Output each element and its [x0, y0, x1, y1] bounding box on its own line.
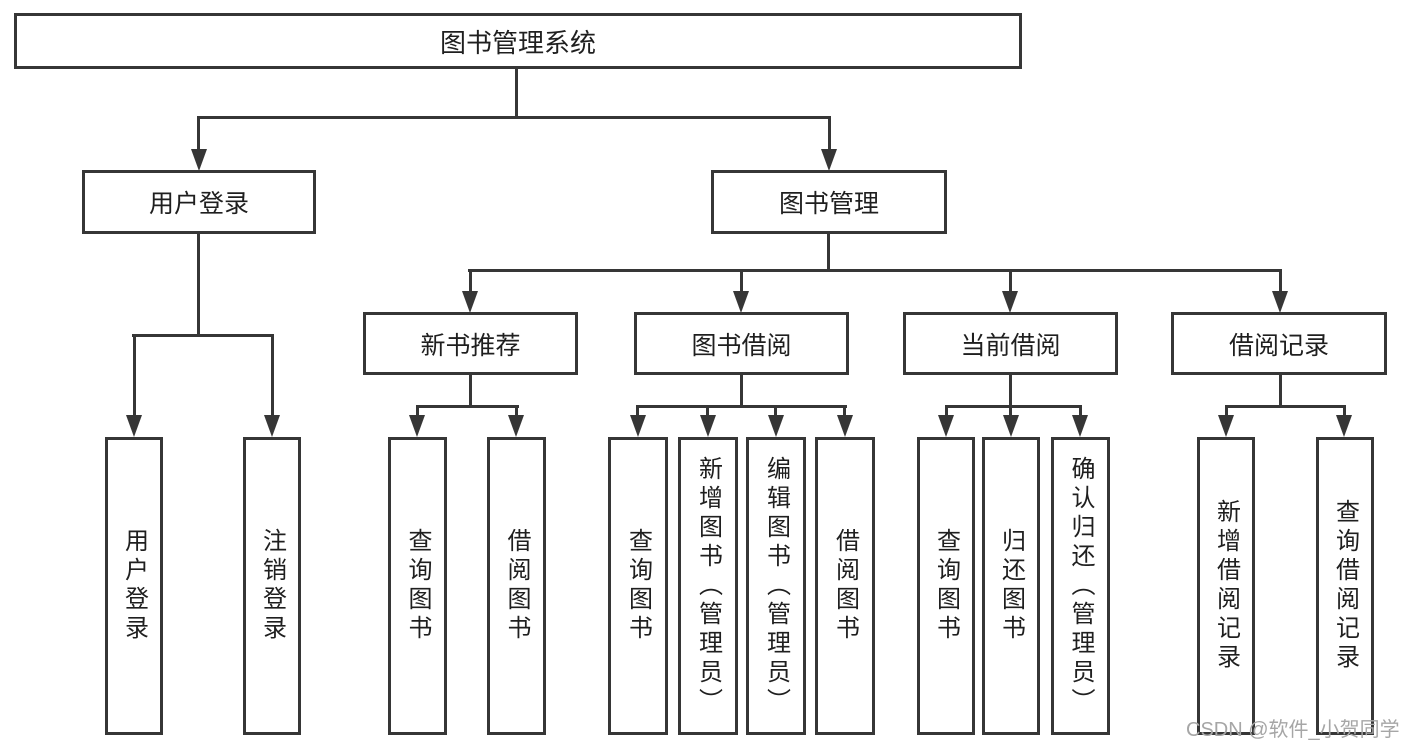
connector-line	[469, 375, 472, 408]
connector-line	[740, 269, 743, 294]
arrow-down-icon	[768, 415, 784, 437]
arrow-down-icon	[1272, 291, 1288, 313]
leaf-return-book: 归还图书	[982, 437, 1040, 735]
connector-line	[468, 269, 1282, 272]
node-new-book-recommend: 新书推荐	[363, 312, 578, 375]
connector-line	[740, 375, 743, 408]
leaf-borrow-books-borrowing: 借阅图书	[815, 437, 875, 735]
connector-line	[706, 405, 709, 419]
leaf-query-borrow-record: 查询借阅记录	[1316, 437, 1374, 735]
connector-line	[1009, 405, 1012, 419]
connector-line	[197, 116, 831, 119]
connector-line	[636, 405, 847, 408]
arrow-down-icon	[1072, 415, 1088, 437]
node-current-borrowing: 当前借阅	[903, 312, 1118, 375]
arrow-down-icon	[264, 415, 280, 437]
node-book-borrowing: 图书借阅	[634, 312, 849, 375]
arrow-down-icon	[1002, 291, 1018, 313]
arrow-down-icon	[462, 291, 478, 313]
connector-line	[515, 405, 518, 419]
arrow-down-icon	[409, 415, 425, 437]
connector-line	[1279, 269, 1282, 294]
leaf-add-borrow-record: 新增借阅记录	[1197, 437, 1255, 735]
connector-line	[1343, 405, 1346, 419]
connector-line	[1079, 405, 1082, 419]
arrow-down-icon	[191, 149, 207, 171]
connector-line	[945, 405, 1082, 408]
node-root-library-system: 图书管理系统	[14, 13, 1022, 69]
node-book-management: 图书管理	[711, 170, 947, 234]
arrow-down-icon	[821, 149, 837, 171]
leaf-logout: 注销登录	[243, 437, 301, 735]
connector-line	[945, 405, 948, 419]
connector-line	[271, 334, 274, 417]
arrow-down-icon	[630, 415, 646, 437]
leaf-confirm-return-admin: 确认归还（管理员）	[1051, 437, 1110, 735]
arrow-down-icon	[1218, 415, 1234, 437]
leaf-user-login: 用户登录	[105, 437, 163, 735]
connector-line	[197, 116, 200, 152]
connector-line	[1009, 375, 1012, 408]
leaf-borrow-books-recommend: 借阅图书	[487, 437, 546, 735]
connector-line	[828, 116, 831, 152]
connector-line	[515, 69, 518, 119]
arrow-down-icon	[1003, 415, 1019, 437]
csdn-watermark: CSDN @软件_小贺同学	[1186, 719, 1400, 741]
arrow-down-icon	[938, 415, 954, 437]
connector-line	[197, 234, 200, 337]
connector-line	[132, 334, 274, 337]
connector-line	[636, 405, 639, 419]
arrow-down-icon	[700, 415, 716, 437]
arrow-down-icon	[508, 415, 524, 437]
leaf-edit-book-admin: 编辑图书（管理员）	[746, 437, 806, 735]
node-user-login: 用户登录	[82, 170, 316, 234]
connector-line	[1225, 405, 1228, 419]
arrow-down-icon	[1336, 415, 1352, 437]
connector-line	[1225, 405, 1346, 408]
connector-line	[843, 405, 846, 419]
arrow-down-icon	[733, 291, 749, 313]
connector-line	[416, 405, 419, 419]
connector-line	[416, 405, 519, 408]
connector-line	[1009, 269, 1012, 294]
connector-line	[469, 269, 472, 294]
connector-line	[827, 234, 830, 272]
leaf-query-books-recommend: 查询图书	[388, 437, 447, 735]
arrow-down-icon	[837, 415, 853, 437]
connector-line	[133, 334, 136, 417]
connector-line	[1279, 375, 1282, 408]
arrow-down-icon	[126, 415, 142, 437]
node-borrowing-records: 借阅记录	[1171, 312, 1387, 375]
leaf-add-book-admin: 新增图书（管理员）	[678, 437, 738, 735]
connector-line	[774, 405, 777, 419]
leaf-query-books-borrowing: 查询图书	[608, 437, 668, 735]
leaf-query-books-current: 查询图书	[917, 437, 975, 735]
